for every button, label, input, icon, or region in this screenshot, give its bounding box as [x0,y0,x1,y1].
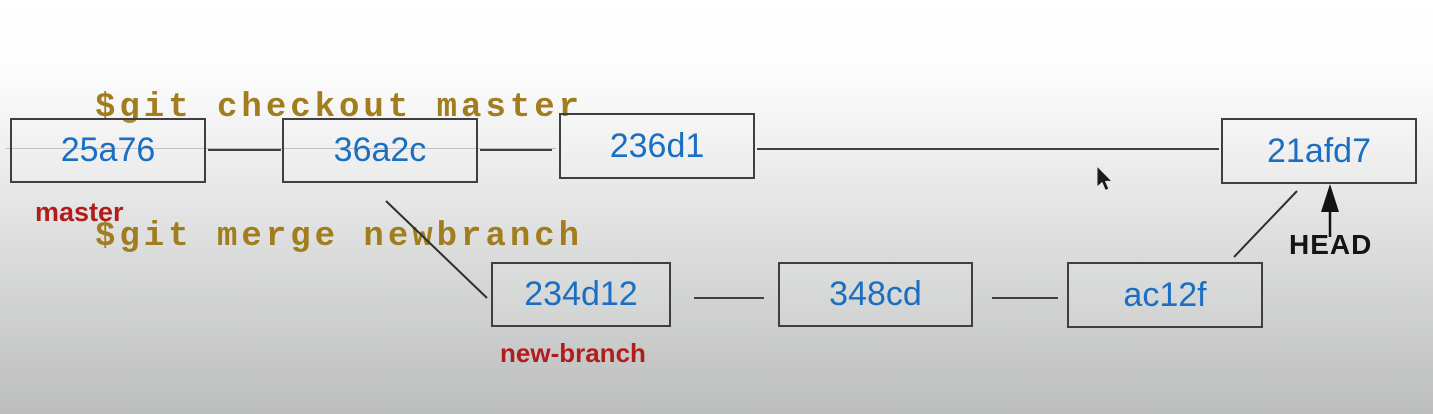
edge-ac12f-21afd7 [1233,190,1298,258]
commit-box-348cd: 348cd [778,262,973,327]
commit-box-234d12: 234d12 [491,262,671,327]
edge-236d1-21afd7 [757,148,1219,150]
commit-id: 21afd7 [1267,131,1371,170]
faint-history-line [6,148,556,149]
commit-box-36a2c: 36a2c [282,118,478,183]
master-branch-label: master [35,197,124,227]
commit-box-25a76: 25a76 [10,118,206,183]
new-branch-label: new-branch [500,338,646,368]
edge-36a2c-236d1 [480,149,552,151]
command-checkout: $git checkout master [95,89,584,127]
commit-box-21afd7: 21afd7 [1221,118,1417,184]
head-label: HEAD [1289,229,1373,260]
edge-234d12-348cd [694,297,764,299]
mouse-cursor [1096,164,1114,192]
commit-id: 25a76 [60,131,156,169]
edge-348cd-ac12f [992,297,1058,299]
commit-id: ac12f [1123,275,1207,314]
edge-25a76-36a2c [208,149,281,151]
command-merge: $git merge newbranch [95,218,584,256]
commit-id: 36a2c [333,131,427,169]
commit-id: 348cd [829,275,922,313]
commit-id: 236d1 [609,126,705,165]
commit-box-236d1: 236d1 [559,113,755,179]
commit-box-ac12f: ac12f [1067,262,1263,328]
commit-id: 234d12 [524,275,638,313]
